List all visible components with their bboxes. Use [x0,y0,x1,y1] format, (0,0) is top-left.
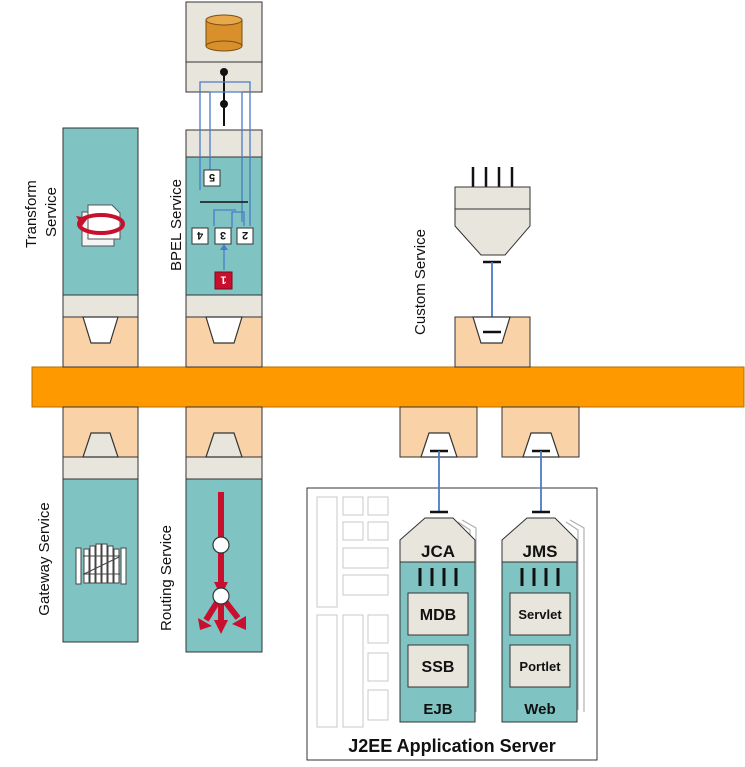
bpel-service: 5 4 3 2 1 [185,68,263,368]
custom-adapter-pins [471,167,514,187]
servlet-label: Servlet [518,607,562,622]
service-bus [31,366,745,408]
routing-service-label: Routing Service [158,525,175,631]
routing-service [185,406,263,653]
bpel-database-adapter [185,1,263,93]
svg-text:2: 2 [242,229,248,241]
j2ee-title: J2EE Application Server [348,736,555,756]
mdb-label: MDB [420,607,456,624]
bpel-step-1: 1 [214,271,233,290]
jca-label: JCA [421,542,455,561]
svg-text:3: 3 [220,229,226,241]
portlet-component [509,644,571,688]
transform-service-label: Transform Service [23,176,60,248]
database-icon [205,14,243,52]
web-label: Web [524,701,555,718]
svg-text:1: 1 [220,274,226,286]
ssb-label: SSB [422,659,455,676]
transform-service [62,127,139,368]
bpel-process-flow [199,81,251,270]
portlet-label: Portlet [519,659,561,674]
ejb-label: EJB [423,701,452,718]
ejb-container: JCA MDB SSB EJB [399,517,476,723]
ssb-component [407,644,469,688]
custom-service-label: Custom Service [412,229,429,335]
web-container: JMS Servlet Portlet Web [501,517,578,723]
svg-text:4: 4 [196,229,203,241]
routing-arrows-icon [198,492,246,634]
bpel-step-5: 5 [203,169,221,187]
servlet-component [509,592,571,636]
j2ee-background-components [316,496,389,728]
transform-document-icon [76,204,125,247]
bpel-step-2: 2 [236,227,254,245]
gateway-service-label: Gateway Service [36,502,53,615]
custom-service [454,167,531,368]
jms-label: JMS [523,542,558,561]
gateway-service [62,406,139,643]
gate-icon [75,543,127,585]
mdb-component [407,592,469,636]
j2ee-application-server: JCA MDB SSB EJB JMS Servlet Portlet Web … [306,406,598,761]
svg-text:5: 5 [209,171,215,183]
bpel-service-label: BPEL Service [168,179,185,271]
bpel-step-4: 4 [191,227,209,245]
bpel-step-3: 3 [214,227,232,245]
